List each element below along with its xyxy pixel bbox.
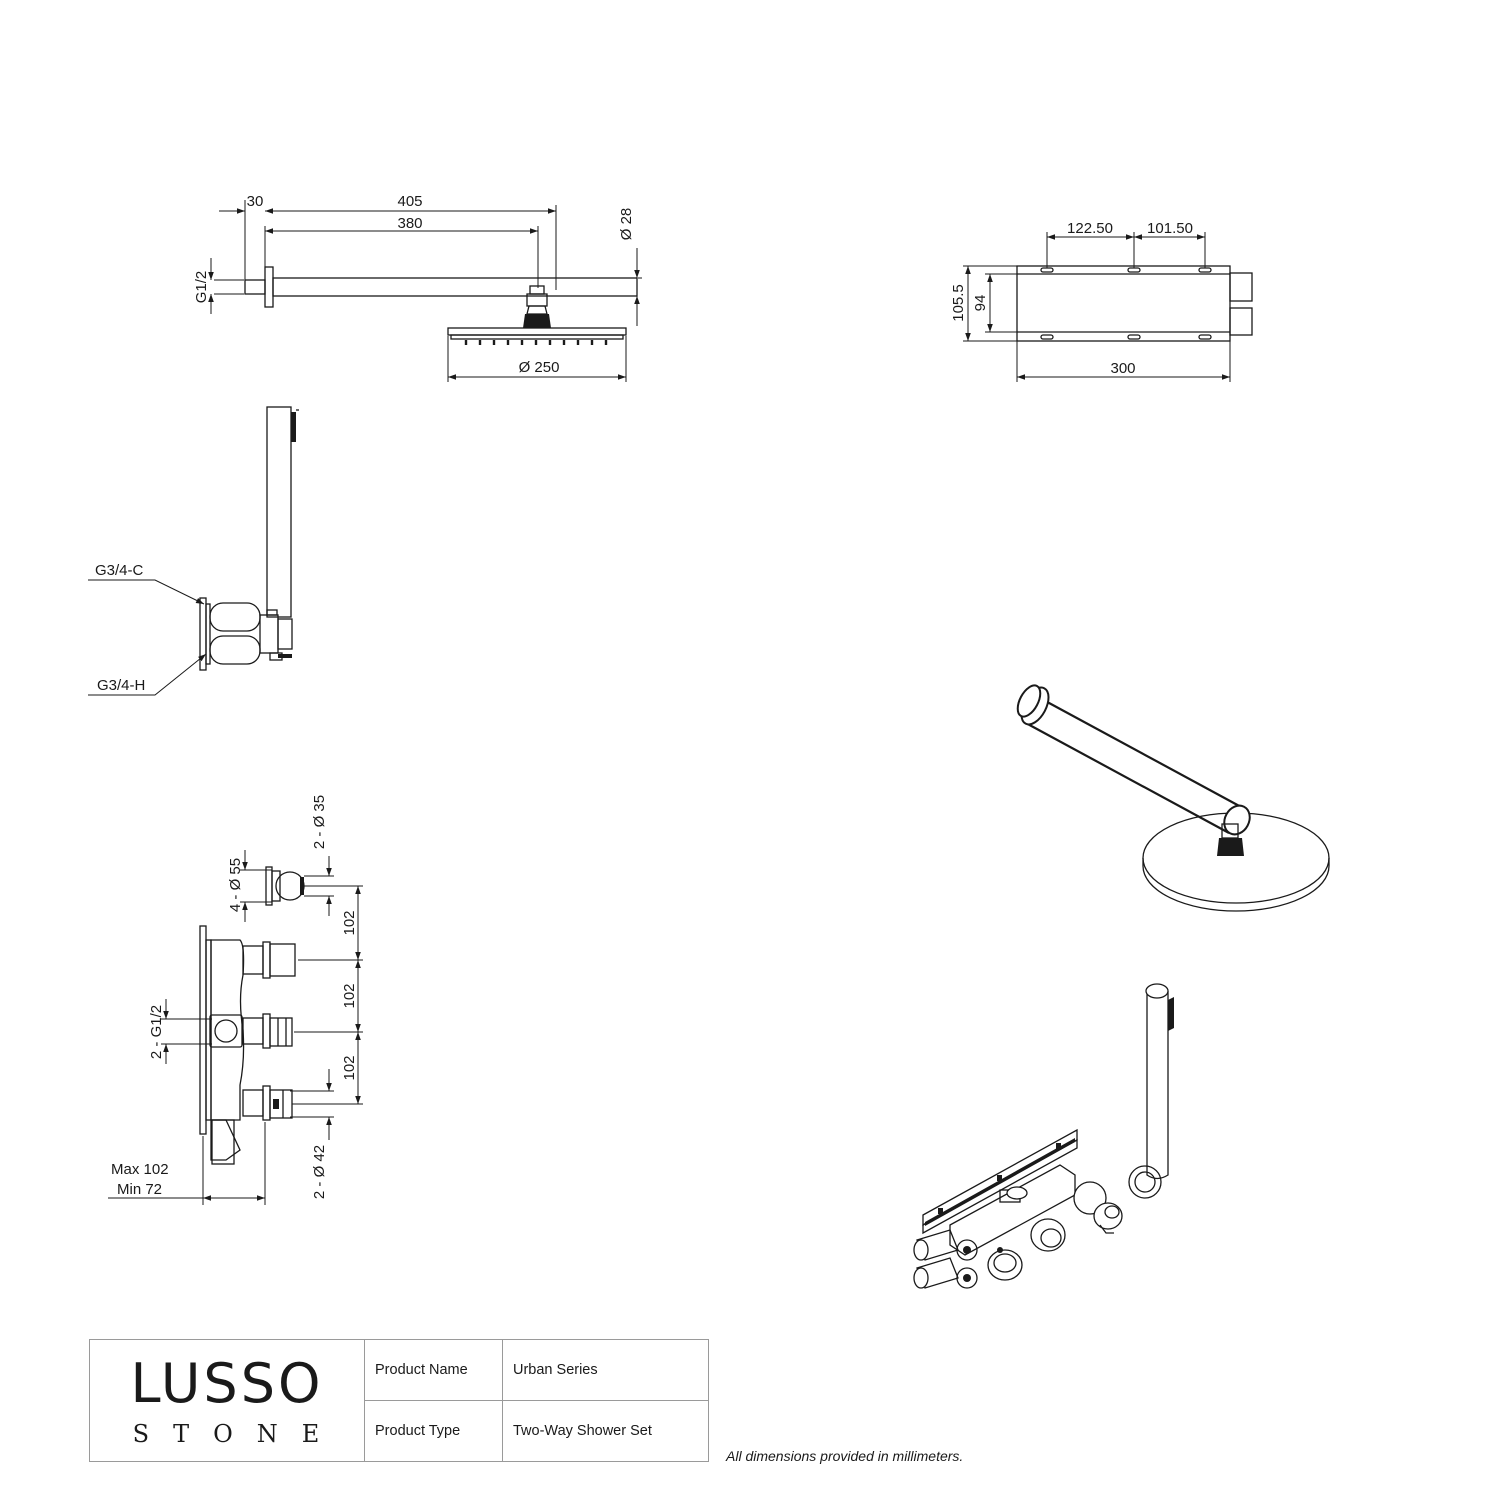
handle-diameter-label: 2 - Ø 42	[311, 1145, 328, 1199]
outlet-diameter-label: 2 - Ø 35	[311, 795, 328, 849]
rain-shower-arm-view: 30 405 380 Ø 250 Ø 28 G1/2	[193, 193, 642, 382]
box-outer-height-label: 105.5	[950, 284, 967, 322]
arm-diameter-label: Ø 28	[618, 208, 635, 241]
product-type-value: Two-Way Shower Set	[513, 1423, 652, 1439]
inlet-thread-label: G1/2	[193, 271, 210, 304]
box-dim-left-label: 122.50	[1067, 220, 1113, 237]
spacing-middle-label: 102	[341, 983, 358, 1008]
outlet-thread-label: 2 - G1/2	[148, 1005, 165, 1059]
logo-wordmark: LUSSO	[130, 1352, 324, 1415]
dim-overall-label: 405	[397, 193, 422, 210]
product-name-value: Urban Series	[503, 1340, 708, 1401]
product-name-label: Product Name	[365, 1340, 503, 1401]
dim-flange-label: 30	[247, 193, 264, 210]
title-block: LUSSO STONE Product Name Urban Series Pr…	[89, 1339, 709, 1462]
valve-side-view: 102 102 102 2 - Ø 35 4 - Ø 55 2 - G1/2 2…	[108, 795, 363, 1205]
logo-subtitle: STONE	[132, 1420, 344, 1448]
valve-box-view: 122.50 101.50 300 105.5 94	[950, 220, 1253, 382]
box-width-label: 300	[1110, 360, 1135, 377]
dim-arm-label: 380	[397, 215, 422, 232]
product-info-table: Product Name Urban Series Product Type T…	[365, 1340, 708, 1461]
hand-shower-view: G3/4-C G3/4-H	[88, 406, 299, 696]
cold-inlet-label: G3/4-C	[95, 562, 144, 579]
depth-max-label: Max 102	[111, 1161, 169, 1178]
hot-inlet-label: G3/4-H	[97, 677, 145, 694]
valve-isometric	[913, 983, 1174, 1289]
flange-diameter-label: 4 - Ø 55	[227, 858, 244, 912]
company-logo: LUSSO STONE	[90, 1340, 365, 1461]
box-inner-height-label: 94	[972, 295, 989, 312]
product-type-label: Product Type	[365, 1401, 503, 1461]
spacing-bottom-label: 102	[341, 1055, 358, 1080]
units-footnote: All dimensions provided in millimeters.	[726, 1448, 964, 1464]
box-dim-right-label: 101.50	[1147, 220, 1193, 237]
head-diameter-label: Ø 250	[519, 359, 560, 376]
spacing-top-label: 102	[341, 910, 358, 935]
depth-min-label: Min 72	[117, 1181, 162, 1198]
rain-shower-isometric	[1016, 684, 1330, 912]
